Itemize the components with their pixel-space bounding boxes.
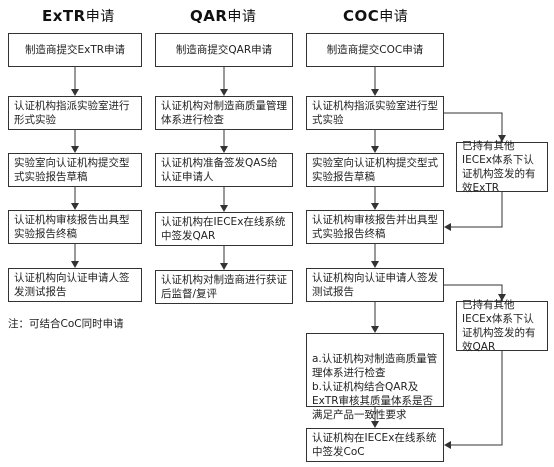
extr-header: ExTR申请 <box>42 6 115 26</box>
extr-step-5-text: 认证机构向认证申请人签发测试报告 <box>14 272 130 298</box>
extr-step-1-text: 制造商提交ExTR申请 <box>24 44 126 56</box>
side-note-extr-text: 已持有其他IECEx体系下认证机构签发的有效ExTR <box>462 140 536 194</box>
extr-step-1: 制造商提交ExTR申请 <box>8 33 142 67</box>
qar-header: QAR申请 <box>190 6 256 26</box>
coc-step-3: 实验室向认证机构提交型式实验报告草稿 <box>306 153 444 187</box>
coc-step-4-text: 认证机构审核报告并出具型式实验报告终稿 <box>312 214 438 240</box>
coc-header-suffix: 申请 <box>379 9 409 25</box>
qar-header-bold: QAR <box>190 7 228 25</box>
coc-step-3-text: 实验室向认证机构提交型式实验报告草稿 <box>312 157 438 183</box>
extr-step-4-text: 认证机构审核报告出具型实验报告终稿 <box>14 214 130 240</box>
coc-step-1-text: 制造商提交COC申请 <box>326 44 424 56</box>
coc-step-7-text: 认证机构在IECEx在线系统中签发CoC <box>312 432 437 458</box>
qar-header-suffix: 申请 <box>227 9 257 25</box>
qar-step-3-text: 认证机构准备签发QAS给认证申请人 <box>161 157 278 183</box>
coc-step-2-text: 认证机构指派实验室进行型式实验 <box>312 100 438 126</box>
extr-step-3-text: 实验室向认证机构提交型式实验报告草稿 <box>14 157 130 183</box>
extr-step-4: 认证机构审核报告出具型实验报告终稿 <box>8 210 142 244</box>
coc-step-1: 制造商提交COC申请 <box>306 33 444 67</box>
qar-step-1: 制造商提交QAR申请 <box>155 33 293 67</box>
extr-step-3: 实验室向认证机构提交型式实验报告草稿 <box>8 153 142 187</box>
qar-step-3: 认证机构准备签发QAS给认证申请人 <box>155 153 293 187</box>
qar-step-4: 认证机构在IECEx在线系统中签发QAR <box>155 212 293 246</box>
qar-step-5-text: 认证机构对制造商进行获证后监督/复评 <box>161 274 287 300</box>
arrow-side-extr-in <box>444 112 506 142</box>
coc-header-bold: COC <box>343 7 380 25</box>
qar-step-5: 认证机构对制造商进行获证后监督/复评 <box>155 270 293 304</box>
coc-step-2: 认证机构指派实验室进行型式实验 <box>306 96 444 130</box>
footnote: 注：可结合CoC同时申请 <box>8 318 124 330</box>
coc-header: COC申请 <box>343 6 408 26</box>
extr-header-suffix: 申请 <box>85 9 115 25</box>
qar-step-2: 认证机构对制造商质量管理体系进行检查 <box>155 96 293 130</box>
arrow-side-extr-out <box>444 192 503 231</box>
coc-step-6-text: a.认证机构对制造商质量管理体系进行检查 b.认证机构结合QAR及ExTR审核其… <box>312 353 438 421</box>
coc-step-4: 认证机构审核报告并出具型式实验报告终稿 <box>306 210 444 244</box>
extr-step-2: 认证机构指派实验室进行形式实验 <box>8 96 142 130</box>
extr-header-bold: ExTR <box>42 7 86 25</box>
side-note-qar-text: 已持有其他IECEx体系下认证机构签发的有效QAR <box>462 299 536 353</box>
coc-step-5-text: 认证机构向认证申请人签发测试报告 <box>312 272 438 298</box>
extr-step-2-text: 认证机构指派实验室进行形式实验 <box>14 100 130 126</box>
coc-step-7: 认证机构在IECEx在线系统中签发CoC <box>306 428 444 462</box>
arrow-side-qar-out <box>444 351 503 449</box>
coc-step-6: a.认证机构对制造商质量管理体系进行检查 b.认证机构结合QAR及ExTR审核其… <box>306 333 444 421</box>
extr-step-5: 认证机构向认证申请人签发测试报告 <box>8 268 142 302</box>
qar-step-2-text: 认证机构对制造商质量管理体系进行检查 <box>161 100 287 126</box>
qar-step-4-text: 认证机构在IECEx在线系统中签发QAR <box>161 216 286 242</box>
qar-step-1-text: 制造商提交QAR申请 <box>175 44 273 56</box>
coc-step-5: 认证机构向认证申请人签发测试报告 <box>306 268 444 302</box>
side-note-extr: 已持有其他IECEx体系下认证机构签发的有效ExTR <box>456 140 548 194</box>
side-note-qar: 已持有其他IECEx体系下认证机构签发的有效QAR <box>456 299 548 353</box>
